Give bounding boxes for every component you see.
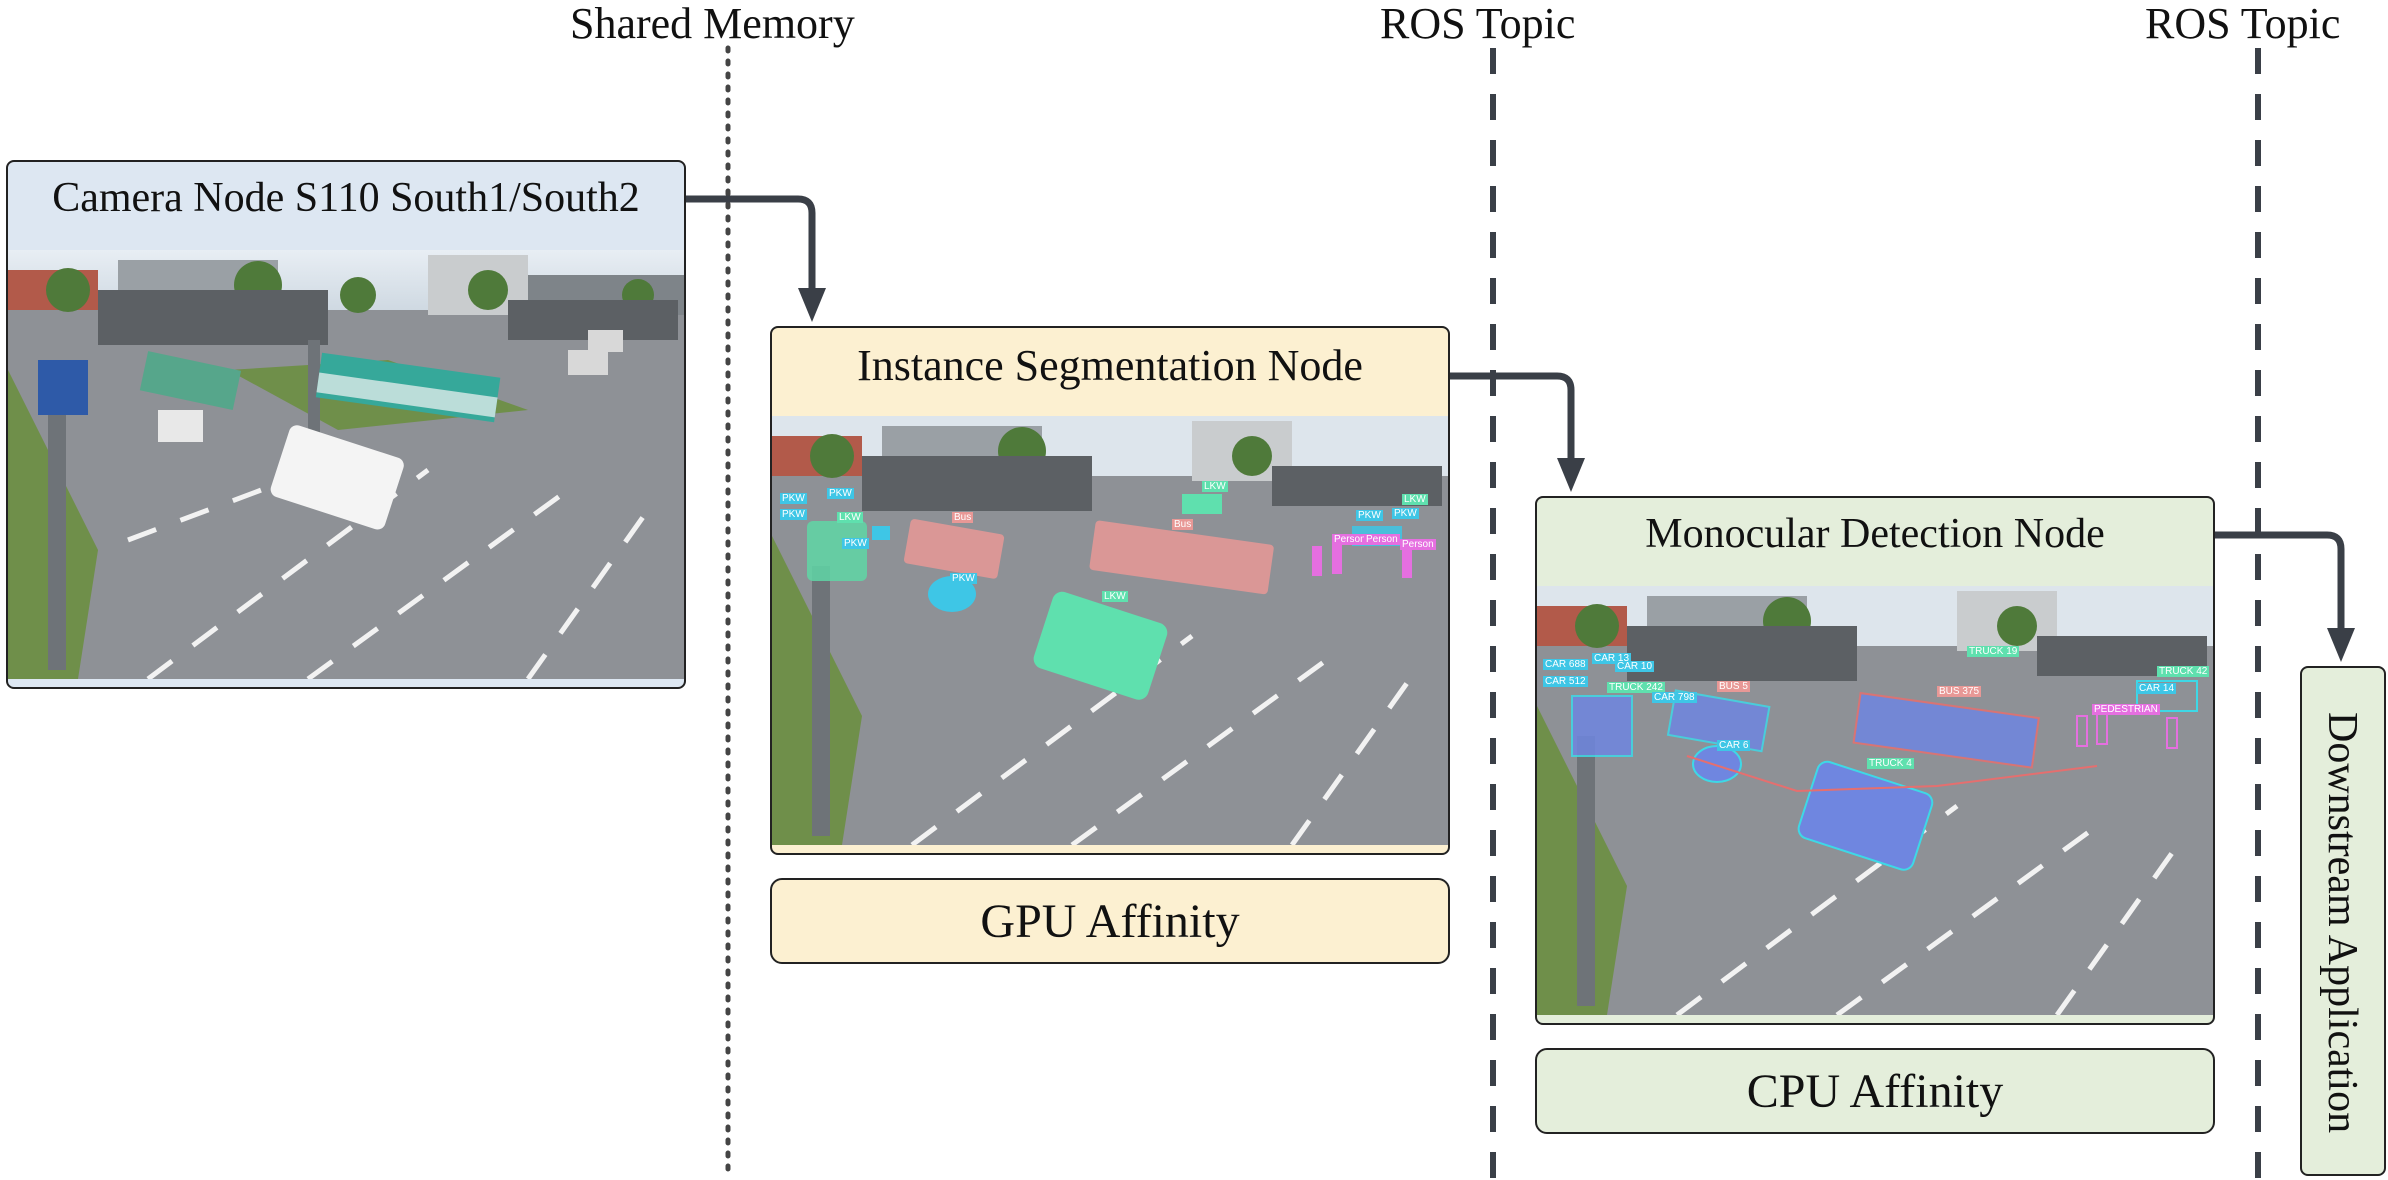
det-label: CAR 798 (1652, 692, 1697, 703)
seg-label: Bus (1172, 519, 1194, 530)
det-label: BUS 5 (1717, 681, 1750, 692)
detection-node-title: Monocular Detection Node (1645, 511, 2105, 557)
seg-label: LKW (1202, 481, 1228, 492)
arrow-camera-to-segmentation (686, 195, 816, 292)
detection-node: Monocular Detection Node CAR 688 CAR 13 … (1535, 496, 2215, 1025)
seg-label: PKW (950, 573, 977, 584)
det-label: CAR 688 (1543, 659, 1588, 670)
shared-memory-label: Shared Memory (570, 0, 855, 48)
segmentation-node: Instance Segmentation Node PKW PKW PKW P… (770, 326, 1450, 855)
det-label: TRUCK 242 (1607, 682, 1665, 693)
det-label: BUS 375 (1937, 686, 1982, 697)
arrowhead-1 (798, 288, 826, 322)
gpu-affinity-box: GPU Affinity (770, 878, 1450, 964)
camera-node: Camera Node S110 South1/South2 (6, 160, 686, 689)
arrow-detection-to-downstream (2215, 531, 2345, 632)
det-label: CAR 6 (1717, 740, 1751, 751)
det-label: TRUCK 42 (2157, 666, 2210, 677)
seg-label: Person (1400, 539, 1436, 550)
det-label: CAR 13 (1592, 653, 1632, 664)
seg-label: Person (1364, 534, 1400, 545)
segmentation-node-title: Instance Segmentation Node (857, 341, 1363, 390)
arrowhead-3 (2327, 628, 2355, 662)
seg-label: LKW (1402, 494, 1428, 505)
seg-label: PKW (842, 538, 869, 549)
downstream-application-box: Downstream Application (2300, 666, 2386, 1176)
det-label: CAR 512 (1543, 676, 1588, 687)
det-label: PEDESTRIAN (2092, 704, 2160, 715)
detection-labels: CAR 688 CAR 13 CAR 10 CAR 512 TRUCK 242 … (1537, 586, 2213, 1015)
det-label: CAR 14 (2137, 683, 2177, 694)
ros-topic-label-1: ROS Topic (1380, 0, 1576, 48)
seg-label: PKW (780, 493, 807, 504)
cpu-affinity-box: CPU Affinity (1535, 1048, 2215, 1134)
segmentation-image (772, 416, 1448, 845)
ros-topic-label-2: ROS Topic (2145, 0, 2341, 48)
seg-label: PKW (1356, 510, 1383, 521)
seg-label: PKW (780, 509, 807, 520)
seg-label: PKW (827, 488, 854, 499)
segmentation-labels: PKW PKW PKW PKW LKW Bus Bus PKW LKW LKW … (772, 416, 1448, 845)
camera-node-title: Camera Node S110 South1/South2 (52, 175, 640, 221)
det-label: TRUCK 19 (1967, 646, 2020, 657)
arrowhead-2 (1557, 458, 1585, 492)
det-label: CAR 10 (1615, 661, 1655, 672)
det-label: TRUCK 4 (1867, 758, 1914, 769)
seg-label: LKW (1102, 591, 1128, 602)
seg-label: LKW (837, 512, 863, 523)
seg-label: Bus (952, 512, 974, 523)
arrow-segmentation-to-detection (1450, 372, 1575, 462)
seg-label: Person (1332, 534, 1368, 545)
seg-label: PKW (1392, 508, 1419, 519)
downstream-application-label: Downstream Application (2319, 712, 2365, 1134)
camera-image (8, 250, 684, 679)
